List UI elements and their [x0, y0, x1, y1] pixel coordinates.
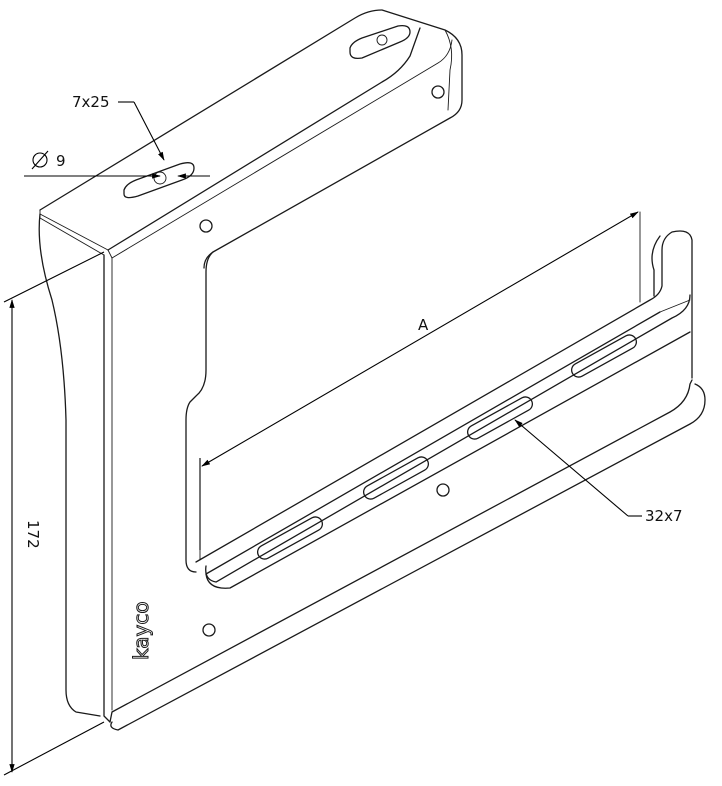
- diameter-icon: [32, 152, 48, 168]
- keyhole-slot-lower: [123, 162, 195, 199]
- channel-slots: [256, 334, 638, 560]
- slot-bottom-label: 32x7: [645, 507, 683, 525]
- keyhole-slot-upper: [349, 24, 411, 60]
- mount-hole-upper-left: [199, 219, 213, 233]
- callout-diameter: 9: [24, 150, 210, 179]
- callout-slot-top: 7x25: [72, 93, 165, 161]
- dimension-a: A: [199, 211, 639, 550]
- top-arm: [39, 9, 463, 269]
- lower-channel: [195, 211, 693, 589]
- dimension-height: 172: [3, 251, 105, 776]
- dimension-a-label: A: [418, 316, 429, 334]
- svg-text:kayco: kayco: [129, 601, 153, 660]
- mount-hole-upper-right: [431, 85, 445, 99]
- logo-emboss: kayco: [129, 601, 154, 661]
- mount-hole-lower-left: [202, 623, 216, 637]
- diameter-label: 9: [56, 152, 66, 170]
- height-label: 172: [24, 520, 42, 549]
- callout-slot-bottom: 32x7: [514, 419, 683, 525]
- slot-top-label: 7x25: [72, 93, 110, 111]
- mount-hole-lower-middle: [436, 483, 450, 497]
